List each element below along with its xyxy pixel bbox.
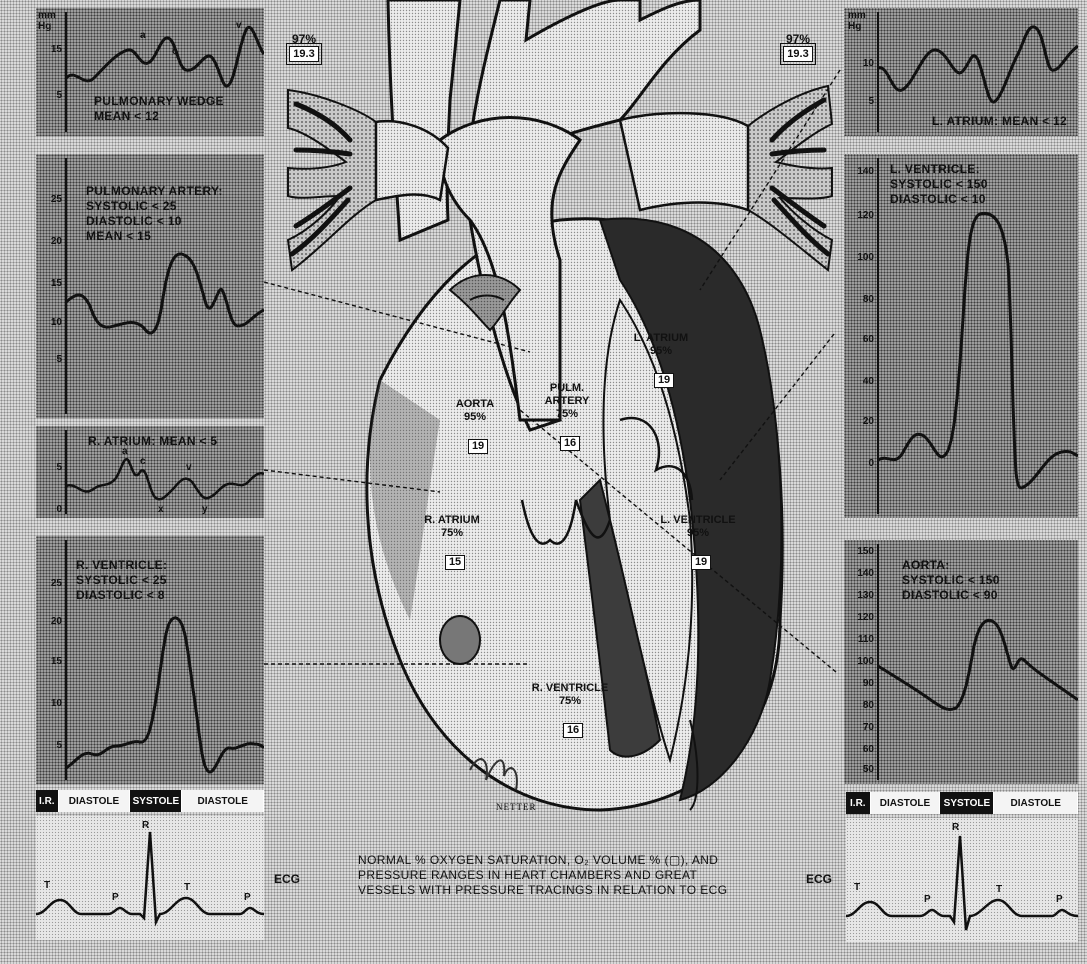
- l-atrium-name: L. ATRIUM 95%: [626, 332, 696, 358]
- right-pulmonary-vessels: [748, 86, 832, 270]
- left-lung-o2-volume: 19.3: [289, 46, 318, 62]
- r-ventricle-label: R. VENTRICLE 75% 16: [522, 656, 618, 738]
- caption-line: VESSELS WITH PRESSURE TRACINGS IN RELATI…: [358, 883, 778, 898]
- l-ventricle-o2-volume: 19: [691, 555, 711, 570]
- r-atrium-o2-volume: 15: [445, 555, 465, 570]
- r-atrium-name: R. ATRIUM 75%: [412, 514, 492, 540]
- artist-signature: NETTER: [496, 802, 537, 812]
- r-atrium-label: R. ATRIUM 75% 15: [412, 488, 492, 570]
- figure-caption: NORMAL % OXYGEN SATURATION, O₂ VOLUME % …: [358, 853, 778, 898]
- pulm-artery-name: PULM. ARTERY 75%: [532, 382, 602, 421]
- aorta-chamber-label: AORTA 95% 19: [440, 372, 510, 454]
- pulm-artery-o2-volume: 16: [560, 436, 580, 451]
- l-atrium-o2-volume: 19: [654, 373, 674, 388]
- aorta-o2-volume: 19: [468, 439, 488, 454]
- l-atrium-label: L. ATRIUM 95% 19: [626, 306, 696, 388]
- right-lung-saturation: 97% 19.3: [778, 32, 818, 62]
- right-lung-pct: 97%: [778, 32, 818, 46]
- left-lung-saturation: 97% 19.3: [284, 32, 324, 62]
- aorta-name: AORTA 95%: [440, 398, 510, 424]
- caption-line: NORMAL % OXYGEN SATURATION, O₂ VOLUME % …: [358, 853, 778, 868]
- l-ventricle-label: L. VENTRICLE 95% 19: [650, 488, 746, 570]
- superior-vena-cava: [388, 0, 460, 240]
- caption-line: PRESSURE RANGES IN HEART CHAMBERS AND GR…: [358, 868, 778, 883]
- r-ventricle-name: R. VENTRICLE 75%: [522, 682, 618, 708]
- left-pulmonary-vessels: [288, 90, 376, 270]
- right-lung-o2-volume: 19.3: [783, 46, 812, 62]
- r-ventricle-o2-volume: 16: [563, 723, 583, 738]
- pulm-artery-label: PULM. ARTERY 75% 16: [532, 356, 602, 451]
- l-ventricle-name: L. VENTRICLE 95%: [650, 514, 746, 540]
- left-lung-pct: 97%: [284, 32, 324, 46]
